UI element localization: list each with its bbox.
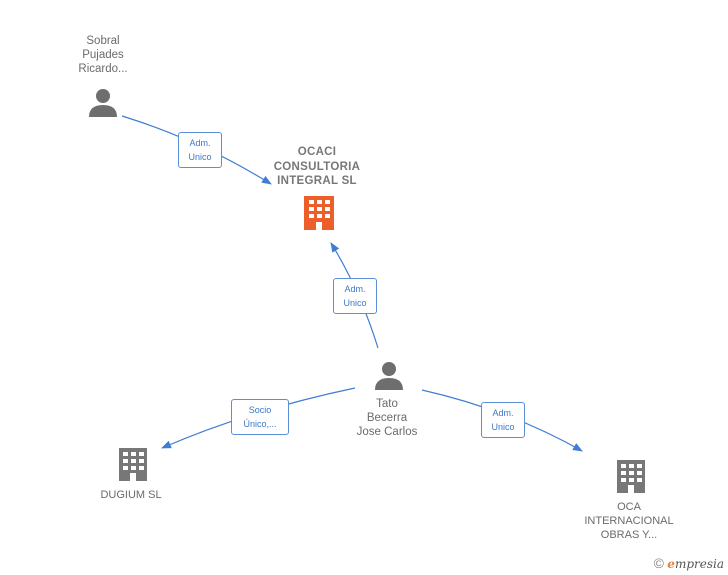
person-label-sobral[interactable]: Sobral Pujades Ricardo... bbox=[58, 34, 148, 76]
relation-line: Adm. bbox=[344, 284, 366, 294]
person-icon[interactable] bbox=[375, 362, 403, 390]
brand-rest: mpresia bbox=[674, 557, 724, 571]
company-label-dugium[interactable]: DUGIUM SL bbox=[81, 488, 181, 502]
building-icon[interactable] bbox=[304, 196, 334, 230]
empresia-watermark: © empresia bbox=[654, 555, 724, 571]
relation-line: Adm. bbox=[189, 138, 211, 148]
name-line: Tato bbox=[376, 398, 398, 410]
empresia-logo: empresia bbox=[667, 557, 724, 571]
company-label-ocaci[interactable]: OCACI CONSULTORIA INTEGRAL SL bbox=[257, 145, 377, 189]
relation-badge-tato-ocaci[interactable]: Adm. Unico bbox=[333, 278, 377, 314]
name-line: Sobral bbox=[86, 35, 120, 47]
relation-line: Unico bbox=[188, 152, 212, 162]
relation-line: Único,... bbox=[243, 419, 277, 429]
relation-line: Socio bbox=[248, 405, 272, 415]
name-line: INTEGRAL SL bbox=[277, 175, 357, 187]
person-icon[interactable] bbox=[89, 89, 117, 117]
name-line: Jose Carlos bbox=[356, 426, 418, 438]
building-icon[interactable] bbox=[119, 448, 147, 481]
copyright-symbol: © bbox=[653, 555, 664, 571]
relation-line: Unico bbox=[343, 298, 367, 308]
relation-badge-tato-oca[interactable]: Adm. Unico bbox=[481, 402, 525, 438]
name-line: OCACI bbox=[297, 146, 337, 158]
name-line: Ricardo... bbox=[78, 63, 128, 75]
name-line: CONSULTORIA bbox=[273, 160, 361, 173]
relation-badge-sobral-ocaci[interactable]: Adm. Unico bbox=[178, 132, 222, 168]
name-line: OBRAS Y... bbox=[600, 529, 658, 541]
brand-initial: e bbox=[667, 557, 675, 571]
building-icon[interactable] bbox=[617, 460, 645, 493]
person-label-tato[interactable]: Tato Becerra Jose Carlos bbox=[337, 397, 437, 439]
name-line: OCA bbox=[617, 501, 641, 513]
relation-badge-tato-dugium[interactable]: Socio Único,... bbox=[231, 399, 289, 435]
relation-line: Adm. bbox=[492, 408, 514, 418]
company-label-oca[interactable]: OCA INTERNACIONAL OBRAS Y... bbox=[574, 500, 684, 542]
relation-line: Unico bbox=[491, 422, 515, 432]
name-line: DUGIUM SL bbox=[100, 489, 162, 501]
name-line: INTERNACIONAL bbox=[584, 515, 674, 527]
name-line: Becerra bbox=[366, 412, 408, 424]
name-line: Pujades bbox=[82, 49, 124, 61]
